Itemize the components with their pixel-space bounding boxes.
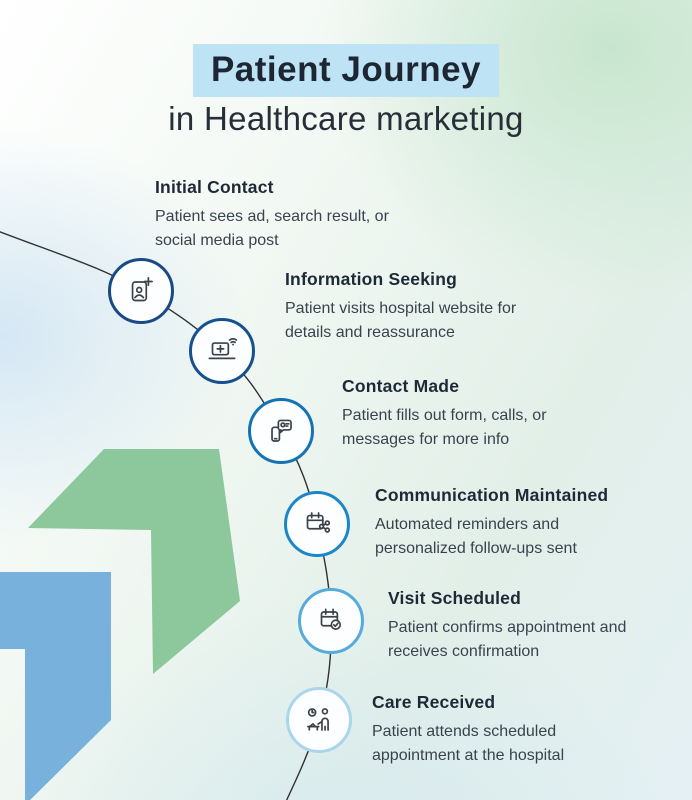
stage-desc-line: Patient attends scheduled [372,723,557,740]
phone-chat-icon [271,419,292,442]
stage-desc-line: Automated reminders and [375,516,560,533]
stage-circle-communication-maintained [284,491,350,557]
patient-care-icon [307,708,329,731]
stage-circle-information-seeking [189,318,255,384]
title-highlight: Patient Journey [192,44,500,97]
stage-visit-scheduled: Visit Scheduled Patient confirms appoint… [388,587,626,664]
stage-title: Contact Made [342,376,460,396]
calendar-check-icon [320,608,342,630]
stage-title: Initial Contact [155,177,274,197]
stage-contact-made: Contact Made Patient fills out form, cal… [342,375,547,452]
stage-circle-initial-contact [108,258,174,324]
calendar-share-icon [306,512,331,533]
stage-circle-care-received [286,687,352,753]
stage-desc-line: Patient fills out form, calls, or [342,407,547,424]
stage-desc-line: receives confirmation [388,643,540,660]
stage-initial-contact: Initial Contact Patient sees ad, search … [155,176,389,253]
stage-desc-line: Patient confirms appointment and [388,619,627,636]
stage-title: Visit Scheduled [388,588,521,608]
stage-title: Care Received [372,692,496,712]
stage-desc-line: Patient sees ad, search result, or [155,208,389,225]
stage-title: Information Seeking [285,269,458,289]
stage-desc-line: personalized follow-ups sent [375,540,577,557]
page-subtitle: in Healthcare marketing [168,100,524,137]
stage-information-seeking: Information Seeking Patient visits hospi… [285,268,516,345]
stage-desc-line: social media post [155,232,279,249]
stage-title: Communication Maintained [375,485,609,505]
add-contact-icon [131,276,153,302]
stage-circle-contact-made [248,398,314,464]
stage-desc-line: appointment at the hospital [372,747,565,764]
laptop-medical-icon [208,337,238,360]
stage-desc-line: messages for more info [342,431,510,448]
header: Patient Journey [0,44,692,97]
stage-desc-line: details and reassurance [285,324,455,341]
stage-circle-visit-scheduled [298,588,364,654]
stage-desc-line: Patient visits hospital website for [285,300,517,317]
stage-care-received: Care Received Patient attends scheduled … [372,691,564,768]
stage-communication-maintained: Communication Maintained Automated remin… [375,484,608,561]
green-arrow-shape [28,449,240,674]
blue-arrow-shape [0,572,111,800]
